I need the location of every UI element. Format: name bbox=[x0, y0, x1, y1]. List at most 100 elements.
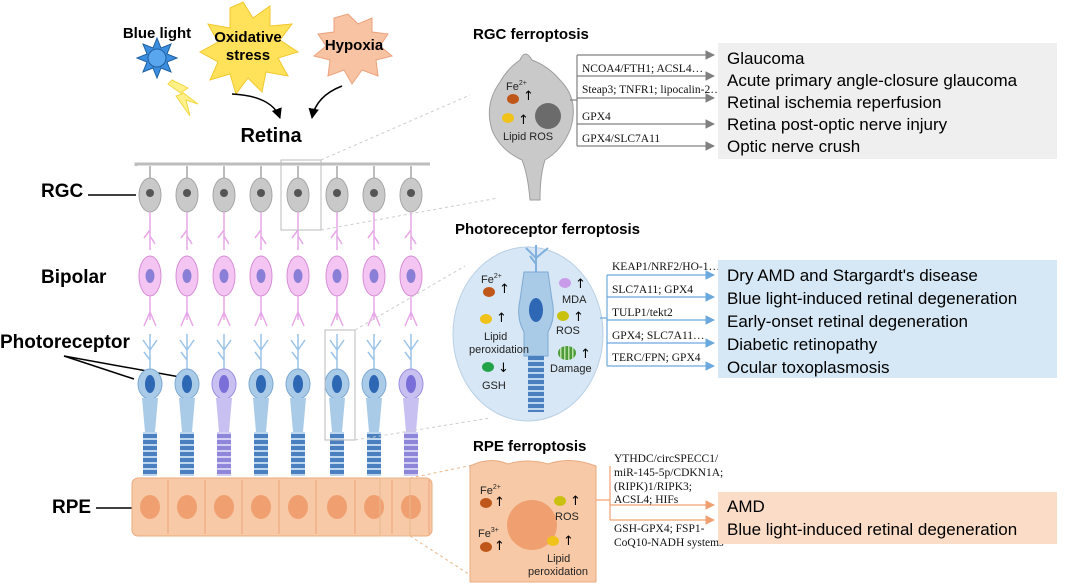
pr-ros-label: ROS bbox=[556, 325, 580, 337]
rpe-nucleus bbox=[214, 495, 234, 519]
retina-layers bbox=[131, 162, 433, 537]
photoreceptor-inner-segment bbox=[403, 398, 419, 432]
pr-lipid-label-line2: peroxidation bbox=[469, 344, 529, 356]
photoreceptor-synapse bbox=[290, 334, 306, 372]
rpe-disease-0: AMD bbox=[727, 497, 765, 516]
rgc-disease-0: Glaucoma bbox=[727, 49, 805, 68]
retina-column bbox=[324, 166, 350, 476]
hypoxia-trigger: Hypoxia bbox=[312, 13, 394, 85]
bipolar-nucleus bbox=[145, 269, 155, 283]
rgc-ferroptosis-title: RGC ferroptosis bbox=[473, 26, 589, 43]
bipolar-nucleus bbox=[332, 269, 342, 283]
rgc-zoom-line-1 bbox=[320, 94, 471, 161]
rgc-nucleus bbox=[294, 189, 302, 197]
rpe-lipid-up-arrow: ↑ bbox=[563, 534, 574, 549]
rgc-fe-up-arrow: ↑ bbox=[523, 89, 534, 104]
hypoxia-burst-icon bbox=[312, 13, 394, 85]
rpe-nucleus bbox=[401, 495, 421, 519]
rgc-disease-3: Retina post-optic nerve injury bbox=[727, 115, 948, 134]
rgc-label: RGC bbox=[41, 181, 84, 202]
photoreceptor-outer-segment bbox=[180, 432, 194, 476]
rpe-nucleus bbox=[251, 495, 271, 519]
bipolar-nucleus bbox=[182, 269, 192, 283]
rpe-zoom-line-2 bbox=[409, 535, 479, 581]
photoreceptor-synapse bbox=[253, 334, 269, 372]
rpe-nucleus bbox=[327, 495, 347, 519]
rpe-pathway-1-line-3: (RIPK)1/RIPK3; bbox=[614, 481, 692, 493]
pr-lipid-up-arrow: ↑ bbox=[496, 311, 507, 326]
photoreceptor-inner-segment bbox=[366, 398, 382, 432]
oxidative-stress-label-line2: stress bbox=[226, 47, 270, 64]
rpe-zoom-cell: Fe2+ ↑ Fe3+ ↑ ↑ ROS ↑ Lipid peroxidation bbox=[469, 460, 597, 583]
pr-disease-4: Ocular toxoplasmosis bbox=[727, 358, 890, 377]
pr-mda-dot-icon bbox=[559, 278, 571, 288]
pr-gsh-label: GSH bbox=[482, 380, 506, 392]
pr-fe-dot-icon bbox=[483, 287, 495, 297]
photoreceptor-nucleus bbox=[406, 375, 416, 393]
photoreceptor-inner-segment bbox=[142, 398, 158, 432]
photoreceptor-outer-segment bbox=[217, 432, 231, 476]
pr-disease-2: Early-onset retinal degeneration bbox=[727, 312, 968, 331]
bipolar-axon bbox=[404, 296, 418, 327]
rpe-zoom-line-1 bbox=[409, 463, 479, 479]
pr-damage-up-arrow: ↑ bbox=[580, 347, 591, 362]
bipolar-nucleus bbox=[256, 269, 266, 283]
rpe-nucleus bbox=[364, 495, 384, 519]
rpe-fe3-up-arrow: ↑ bbox=[494, 539, 505, 554]
photoreceptor-nucleus bbox=[256, 375, 266, 393]
rgc-nucleus bbox=[183, 189, 191, 197]
rpe-ros-up-arrow: ↑ bbox=[570, 494, 581, 509]
pr-ros-dot-icon bbox=[557, 311, 569, 321]
rgc-dendrite bbox=[143, 212, 156, 250]
photoreceptor-outer-segment bbox=[143, 432, 157, 476]
photoreceptor-label: Photoreceptor bbox=[0, 332, 130, 353]
photoreceptor-synapse bbox=[179, 334, 195, 372]
rgc-fe-label: Fe2+ bbox=[506, 80, 527, 93]
blue-light-sun-icon bbox=[135, 36, 179, 80]
pr-mda-label: MDA bbox=[562, 294, 587, 306]
photoreceptor-outer-segment bbox=[404, 432, 418, 476]
pr-disease-1: Blue light-induced retinal degeneration bbox=[727, 289, 1017, 308]
photoreceptor-synapse bbox=[216, 334, 232, 372]
pr-pathway-label-3: GPX4; SLC7A11… bbox=[612, 330, 705, 342]
pr-mda-up-arrow: ↑ bbox=[575, 277, 586, 292]
rgc-disease-2: Retinal ischemia reperfusion bbox=[727, 93, 942, 112]
blue-light-trigger: Blue light bbox=[123, 25, 199, 117]
rpe-fe2-up-arrow: ↑ bbox=[494, 495, 505, 510]
photoreceptor-synapse bbox=[142, 334, 158, 372]
photoreceptor-zoom-line-2 bbox=[354, 417, 491, 441]
rgc-nucleus bbox=[370, 189, 378, 197]
rpe-fe3-dot-icon bbox=[480, 542, 492, 552]
rpe-disease-box bbox=[718, 492, 1057, 544]
retina-column bbox=[361, 166, 387, 476]
rgc-pathway-label-0: NCOA4/FTH1; ACSL4… bbox=[582, 63, 703, 75]
rgc-lipid-ros-label: Lipid ROS bbox=[503, 131, 553, 143]
photoreceptor-nucleus bbox=[182, 375, 192, 393]
pr-fe-label: Fe2+ bbox=[481, 273, 502, 286]
rgc-pathway-arrows: NCOA4/FTH1; ACSL4…Steap3; TNFR1; lipocal… bbox=[570, 50, 722, 151]
rgc-pathway-label-3: GPX4/SLC7A11 bbox=[582, 133, 660, 145]
rgc-pathway-label-2: GPX4 bbox=[582, 111, 611, 123]
pr-disease-0: Dry AMD and Stargardt's disease bbox=[727, 266, 978, 285]
rpe-ros-dot-icon bbox=[554, 496, 566, 506]
rpe-nucleus bbox=[288, 495, 308, 519]
lightning-bolt-icon bbox=[167, 79, 199, 117]
retina-column bbox=[398, 166, 424, 476]
bipolar-nucleus bbox=[219, 269, 229, 283]
rpe-label: RPE bbox=[52, 497, 91, 518]
rgc-zoom-nucleus bbox=[535, 103, 561, 129]
pr-pathway-label-2: TULP1/tekt2 bbox=[612, 307, 673, 319]
fe-dot-icon bbox=[507, 94, 519, 104]
rpe-fe2-dot-icon bbox=[480, 498, 492, 508]
photoreceptor-pointer-line-1 bbox=[63, 355, 135, 380]
photoreceptor-ferroptosis-title: Photoreceptor ferroptosis bbox=[455, 221, 640, 238]
pr-pathway-label-1: SLC7A11; GPX4 bbox=[612, 284, 693, 296]
rgc-disease-box bbox=[718, 43, 1057, 159]
rgc-nucleus bbox=[333, 189, 341, 197]
bipolar-axon bbox=[330, 296, 344, 327]
retina-column bbox=[174, 166, 200, 476]
rgc-nucleus bbox=[257, 189, 265, 197]
photoreceptor-synapse bbox=[366, 334, 382, 372]
